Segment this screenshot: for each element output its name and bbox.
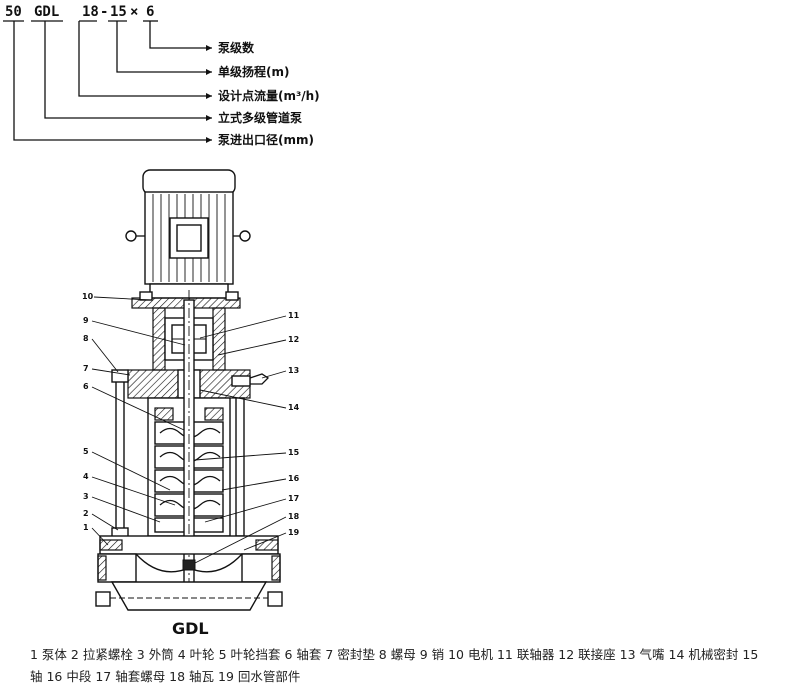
legend-stage-head: 单级扬程(m): [218, 64, 289, 79]
callout-3: 3: [83, 492, 89, 501]
callout-2: 2: [83, 509, 89, 518]
callout-8: 8: [83, 334, 89, 343]
callout-6: 6: [83, 382, 89, 391]
callout-12: 12: [288, 335, 299, 344]
callout-15: 15: [288, 448, 300, 457]
legend-design-flow: 设计点流量(m³/h): [218, 88, 320, 103]
callout-10: 10: [82, 292, 94, 301]
legend-port-diameter: 泵进出口径(mm): [218, 132, 314, 147]
callout-5: 5: [83, 447, 89, 456]
pump-drawing: [95, 169, 283, 611]
model-part-head: 15: [110, 4, 127, 20]
model-part-dash: -: [100, 4, 108, 20]
callout-16: 16: [288, 474, 300, 483]
callout-18: 18: [288, 512, 300, 521]
parts-caption: 1 泵体 2 拉紧螺栓 3 外筒 4 叶轮 5 叶轮挡套 6 轴套 7 密封垫 …: [30, 647, 759, 684]
callout-7: 7: [83, 364, 89, 373]
callout-9: 9: [83, 316, 89, 325]
legend-stages: 泵级数: [218, 40, 255, 55]
callout-14: 14: [288, 403, 300, 412]
callout-19: 19: [288, 528, 300, 537]
callout-13: 13: [288, 366, 299, 375]
callout-17: 17: [288, 494, 299, 503]
callout-4: 4: [83, 472, 89, 481]
callouts-right: 11 12 13 14 15 16 17 18 19: [194, 311, 300, 564]
model-part-stages: 6: [146, 4, 154, 20]
model-part-flow: 18: [82, 4, 99, 20]
legend-pump-type: 立式多级管道泵: [218, 110, 302, 125]
model-part-size: 50: [5, 4, 22, 20]
model-code: 50 GDL 18 - 15 × 6 泵级数 单级扬程(m) 设计点流量(m³/…: [3, 4, 320, 147]
model-part-series: GDL: [34, 4, 59, 20]
callout-11: 11: [288, 311, 300, 320]
callout-1: 1: [83, 523, 89, 532]
diagram-title: GDL: [172, 619, 209, 638]
callouts-left: 10 9 8 7 6 5 4 3 2 1: [82, 292, 186, 546]
model-part-times: ×: [130, 4, 138, 20]
